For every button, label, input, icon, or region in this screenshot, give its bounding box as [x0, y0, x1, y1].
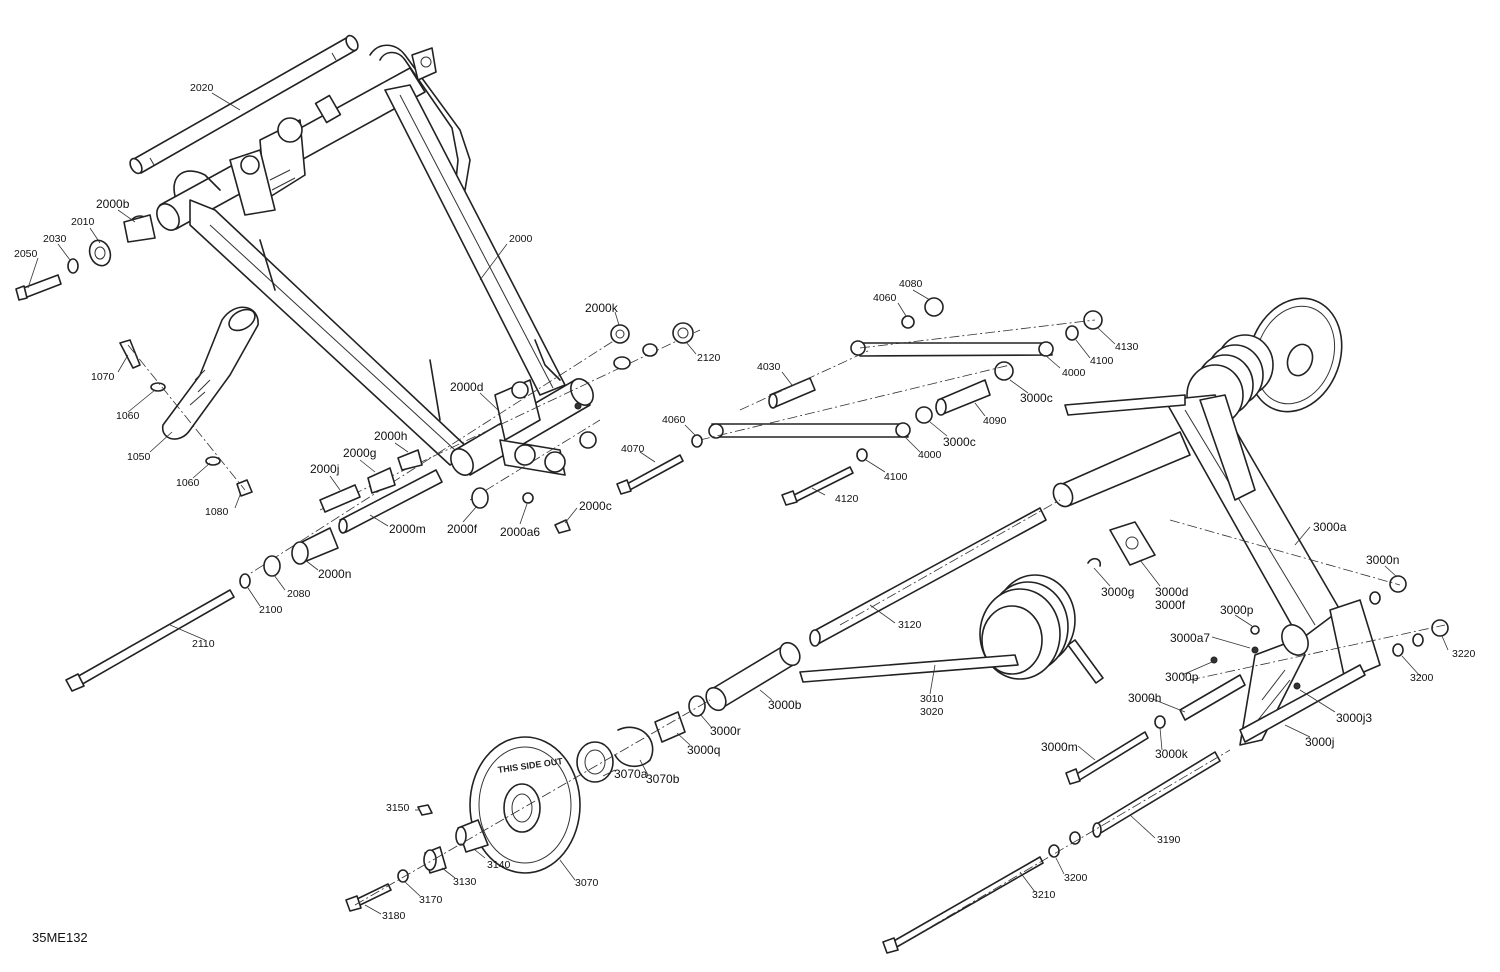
label-1060-a: 1060: [116, 410, 140, 422]
label-3000d: 3000d: [1155, 585, 1189, 599]
label-2080: 2080: [287, 588, 311, 600]
label-2000f: 2000f: [447, 522, 478, 536]
label-4130: 4130: [1115, 341, 1139, 353]
label-3000q: 3000q: [687, 743, 721, 757]
label-3010: 3010: [920, 693, 944, 705]
label-1050: 1050: [127, 451, 151, 463]
label-1060-b: 1060: [176, 477, 200, 489]
label-4090: 4090: [983, 415, 1007, 427]
label-3220: 3220: [1452, 648, 1476, 660]
label-3000j3: 3000j3: [1336, 711, 1373, 725]
label-3070: 3070: [575, 877, 599, 889]
bolt-2110: [65, 589, 235, 692]
label-3000p-1: 3000p: [1220, 603, 1254, 617]
bracket-1050: [119, 306, 259, 497]
label-1080: 1080: [205, 506, 229, 518]
label-2000b: 2000b: [96, 197, 130, 211]
label-4060-b: 4060: [662, 414, 686, 426]
label-2000a6: 2000a6: [500, 525, 541, 539]
label-3000a7: 3000a7: [1170, 631, 1211, 645]
a-frame-2000: [189, 84, 597, 476]
label-3000h: 3000h: [1128, 691, 1162, 705]
label-2030: 2030: [43, 233, 67, 245]
label-3210: 3210: [1032, 889, 1056, 901]
shaft-3120: [809, 499, 1061, 647]
label-2050: 2050: [14, 248, 38, 260]
label-2000j: 2000j: [310, 462, 340, 476]
label-2000m: 2000m: [389, 522, 426, 536]
label-4080: 4080: [899, 278, 923, 290]
pivot-hardware: [610, 322, 694, 370]
label-3170: 3170: [419, 894, 443, 906]
label-3190: 3190: [1157, 834, 1181, 846]
label-3140: 3140: [487, 859, 511, 871]
label-3070a: 3070a: [614, 767, 648, 781]
label-2020: 2020: [190, 82, 214, 94]
lower-shaft-assembly: [239, 449, 571, 589]
label-4100-a: 4100: [1090, 355, 1114, 367]
label-2120: 2120: [697, 352, 721, 364]
label-4100-b: 4100: [884, 471, 908, 483]
lower-rear-shaft-group: [882, 749, 1231, 954]
label-4030: 4030: [757, 361, 781, 373]
figure-code: 35ME132: [32, 930, 88, 945]
label-3150: 3150: [386, 802, 410, 814]
label-3120: 3120: [898, 619, 922, 631]
shaft-2020: [129, 34, 359, 175]
rear-arm-assembly: [1052, 297, 1449, 785]
label-3020: 3020: [920, 706, 944, 718]
left-hardware: [15, 214, 156, 301]
label-2000c: 2000c: [579, 499, 612, 513]
torque-links: [616, 297, 1103, 506]
label-3000c-1: 3000c: [1020, 391, 1053, 405]
leader-lines: [27, 92, 1449, 915]
label-3200-a: 3200: [1410, 672, 1434, 684]
label-2000h: 2000h: [374, 429, 408, 443]
front-arm-assembly: [15, 34, 701, 692]
label-2000d: 2000d: [450, 380, 484, 394]
label-2000: 2000: [509, 233, 533, 245]
label-3070b: 3070b: [646, 772, 680, 786]
label-1070: 1070: [91, 371, 115, 383]
label-2010: 2010: [71, 216, 95, 228]
label-3000n: 3000n: [1366, 553, 1400, 567]
lower-wheel-group: THIS SIDE OUT: [345, 641, 801, 912]
spring-3010: [799, 574, 1104, 684]
label-3000c-2: 3000c: [943, 435, 976, 449]
label-3000m: 3000m: [1041, 740, 1078, 754]
label-3200-b: 3200: [1064, 872, 1088, 884]
label-2000g: 2000g: [343, 446, 377, 460]
label-2000n: 2000n: [318, 567, 352, 581]
label-3000p-2: 3000p: [1165, 670, 1199, 684]
label-3000a: 3000a: [1313, 520, 1347, 534]
label-4060-a: 4060: [873, 292, 897, 304]
label-4070: 4070: [621, 443, 645, 455]
rear-idler-wheel: [1247, 297, 1343, 413]
upper-tube-assembly: [156, 44, 471, 231]
label-3180: 3180: [382, 910, 406, 922]
label-2110: 2110: [192, 638, 215, 650]
label-3130: 3130: [453, 876, 477, 888]
label-3000b: 3000b: [768, 698, 802, 712]
label-2100: 2100: [259, 604, 283, 616]
label-4000-a: 4000: [1062, 367, 1086, 379]
label-4120: 4120: [835, 493, 859, 505]
label-3000k: 3000k: [1155, 747, 1188, 761]
label-4000-b: 4000: [918, 449, 942, 461]
label-3000g: 3000g: [1101, 585, 1135, 599]
label-3000f: 3000f: [1155, 598, 1186, 612]
label-2000k: 2000k: [585, 301, 618, 315]
label-3000r: 3000r: [710, 724, 741, 738]
label-3000j: 3000j: [1305, 735, 1335, 749]
